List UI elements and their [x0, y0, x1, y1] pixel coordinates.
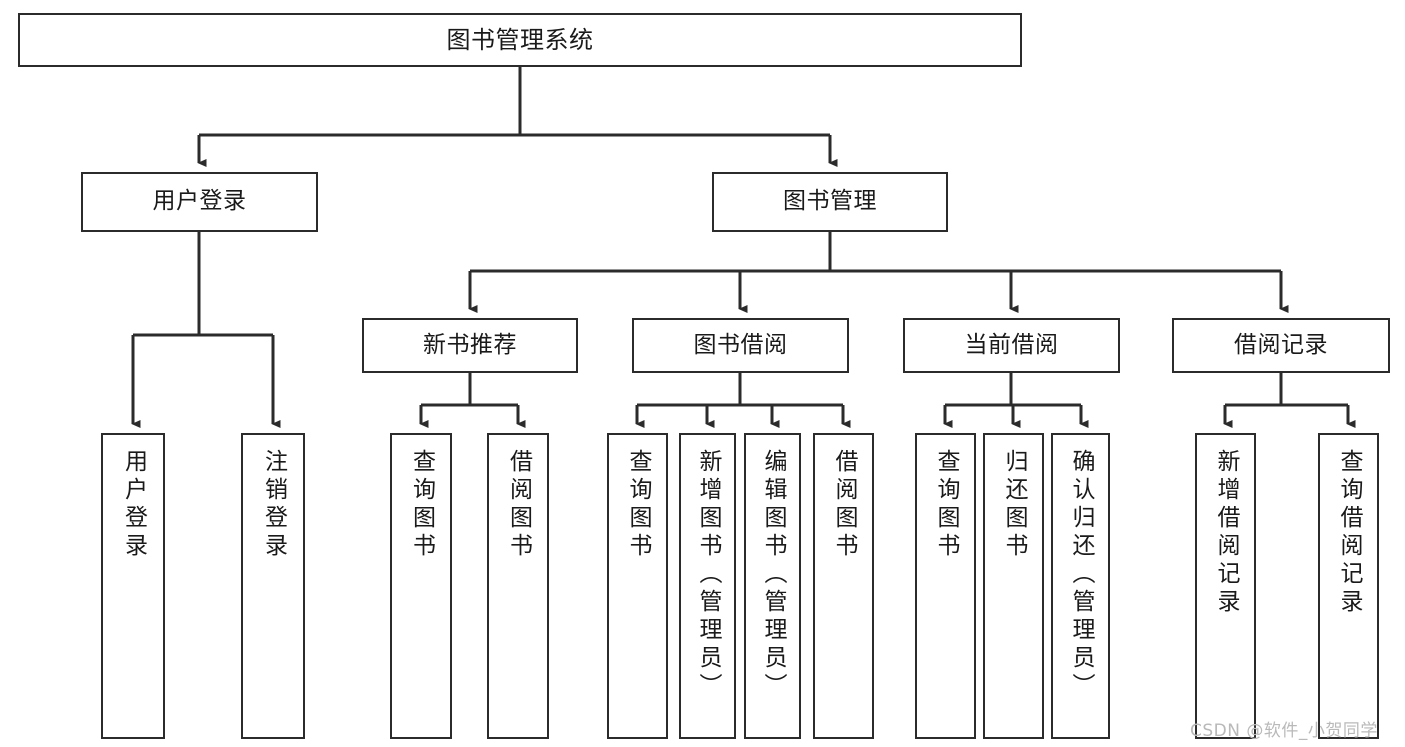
node-current-borrow[interactable]: 当前借阅	[903, 318, 1120, 373]
leaf-query-borrow-record[interactable]: 查询借阅记录	[1318, 433, 1379, 739]
leaf-confirm-return-admin-label: 确认归还（管理员）	[1068, 449, 1094, 701]
leaf-logout[interactable]: 注销登录	[241, 433, 305, 739]
node-user-login[interactable]: 用户登录	[81, 172, 318, 232]
leaf-return-book[interactable]: 归还图书	[983, 433, 1044, 739]
leaf-query-borrow-record-label: 查询借阅记录	[1336, 449, 1362, 617]
leaf-add-borrow-record-label: 新增借阅记录	[1213, 449, 1239, 617]
node-new-book-recommend-label: 新书推荐	[423, 331, 517, 358]
leaf-borrow-book-recommend[interactable]: 借阅图书	[487, 433, 549, 739]
node-root-label: 图书管理系统	[446, 25, 594, 54]
leaf-edit-book-admin-label: 编辑图书（管理员）	[760, 449, 786, 701]
leaf-return-book-label: 归还图书	[1001, 449, 1027, 561]
node-book-borrow[interactable]: 图书借阅	[632, 318, 849, 373]
leaf-user-login[interactable]: 用户登录	[101, 433, 165, 739]
leaf-borrow-book-recommend-label: 借阅图书	[505, 449, 532, 561]
leaf-query-book-current[interactable]: 查询图书	[915, 433, 976, 739]
node-book-borrow-label: 图书借阅	[693, 331, 788, 358]
node-book-management[interactable]: 图书管理	[712, 172, 948, 232]
leaf-query-book-borrow-label: 查询图书	[625, 449, 651, 561]
leaf-add-book-admin[interactable]: 新增图书（管理员）	[679, 433, 736, 739]
csdn-watermark: CSDN @软件_小贺同学	[1190, 721, 1378, 741]
node-book-management-label: 图书管理	[783, 188, 877, 215]
node-new-book-recommend[interactable]: 新书推荐	[362, 318, 578, 373]
node-borrow-record[interactable]: 借阅记录	[1172, 318, 1390, 373]
leaf-user-login-label: 用户登录	[120, 449, 147, 561]
leaf-add-book-admin-label: 新增图书（管理员）	[695, 449, 721, 701]
node-borrow-record-label: 借阅记录	[1234, 331, 1328, 358]
leaf-logout-label: 注销登录	[260, 449, 287, 561]
node-root[interactable]: 图书管理系统	[18, 13, 1022, 67]
node-current-borrow-label: 当前借阅	[964, 331, 1059, 358]
leaf-borrow-book[interactable]: 借阅图书	[813, 433, 874, 739]
leaf-add-borrow-record[interactable]: 新增借阅记录	[1195, 433, 1256, 739]
leaf-query-book-recommend-label: 查询图书	[408, 449, 435, 561]
node-user-login-label: 用户登录	[152, 188, 247, 215]
leaf-query-book-recommend[interactable]: 查询图书	[390, 433, 452, 739]
leaf-query-book-current-label: 查询图书	[933, 449, 959, 561]
leaf-borrow-book-label: 借阅图书	[831, 449, 857, 561]
leaf-confirm-return-admin[interactable]: 确认归还（管理员）	[1051, 433, 1110, 739]
leaf-edit-book-admin[interactable]: 编辑图书（管理员）	[744, 433, 801, 739]
leaf-query-book-borrow[interactable]: 查询图书	[607, 433, 668, 739]
